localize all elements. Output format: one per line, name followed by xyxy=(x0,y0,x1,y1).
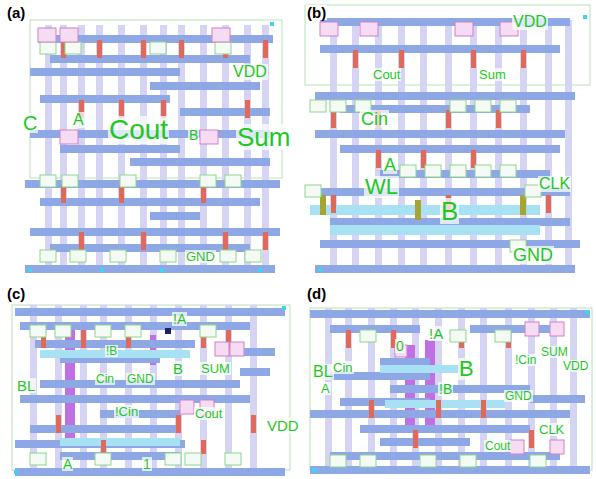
signal-label: VDD xyxy=(562,360,589,372)
signal-label: !Cin xyxy=(114,405,139,418)
signal-label: B xyxy=(172,361,184,376)
signal-label: WL xyxy=(364,176,399,198)
signal-label: A xyxy=(72,112,85,128)
panel-letter: (b) xyxy=(306,5,327,20)
signal-label: Sum xyxy=(236,124,291,150)
signal-label: !Cin xyxy=(514,354,537,366)
signal-label: A xyxy=(320,382,331,395)
signal-label: !B xyxy=(438,382,453,396)
signal-label: !A xyxy=(172,312,187,326)
panel-letter: (a) xyxy=(6,5,26,20)
panel-letter: (d) xyxy=(306,286,327,301)
signal-label: B xyxy=(188,128,199,142)
signal-label: Cin xyxy=(332,361,354,374)
signal-label: CLK xyxy=(538,423,565,436)
signal-label: A xyxy=(62,457,73,471)
panel-letter: (c) xyxy=(6,286,26,301)
signal-label: SUM xyxy=(200,362,231,375)
signal-label: GND xyxy=(126,373,155,385)
signal-label: C xyxy=(22,113,38,133)
signal-label: Cout xyxy=(372,68,401,81)
signal-label: Cin xyxy=(95,373,115,385)
signal-label: Cin xyxy=(360,110,389,128)
signal-label: SUM xyxy=(540,346,569,358)
signal-label: Cout xyxy=(194,407,223,420)
signal-label: 0 xyxy=(395,339,405,353)
signal-label: B xyxy=(458,358,475,380)
signal-label: VDD xyxy=(232,64,268,80)
signal-label: BL xyxy=(16,378,36,393)
signal-label: VDD xyxy=(512,14,548,30)
signal-label: Sum xyxy=(478,68,507,81)
signal-label: Cout xyxy=(108,116,169,144)
signal-label: CLK xyxy=(538,176,571,192)
signal-label: Cout xyxy=(484,440,511,452)
signal-label: !A xyxy=(428,326,444,341)
signal-label: !B xyxy=(105,345,118,357)
signal-label: B xyxy=(440,198,459,224)
signal-label: GND xyxy=(504,390,533,402)
signal-label: GND xyxy=(185,250,216,263)
signal-label: BL xyxy=(312,364,334,380)
signal-label: VDD xyxy=(266,418,300,433)
signal-label: 1 xyxy=(142,457,152,471)
signal-label: GND xyxy=(512,246,554,264)
signal-label: A xyxy=(383,156,397,174)
